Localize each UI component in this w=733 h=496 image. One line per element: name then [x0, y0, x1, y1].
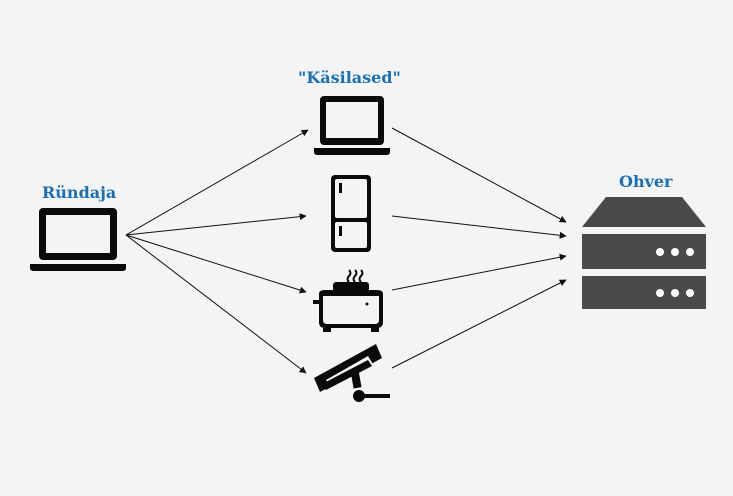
security-camera-icon: [314, 344, 390, 402]
helper-arrows: [391, 127, 567, 369]
helpers-label: "Käsilased": [298, 68, 401, 87]
laptop-icon: [30, 208, 126, 271]
arrow-attacker-to-camera: [125, 234, 307, 374]
arrow-attacker-to-toaster: [125, 234, 307, 294]
victim-label: Ohver: [619, 172, 673, 191]
attacker-label: Ründaja: [42, 183, 117, 202]
arrow-attacker-to-laptop: [125, 129, 309, 236]
server-icon: [582, 197, 706, 309]
attacker-arrows: [125, 129, 309, 374]
fridge-icon: [331, 175, 371, 252]
laptop-icon: [314, 96, 390, 155]
arrow-toaster-to-server: [391, 253, 567, 291]
arrow-camera-to-server: [391, 279, 567, 369]
arrow-laptop-to-server: [391, 127, 567, 223]
arrow-fridge-to-server: [391, 215, 567, 239]
toaster-icon: [313, 269, 383, 332]
arrow-attacker-to-fridge: [125, 213, 307, 236]
